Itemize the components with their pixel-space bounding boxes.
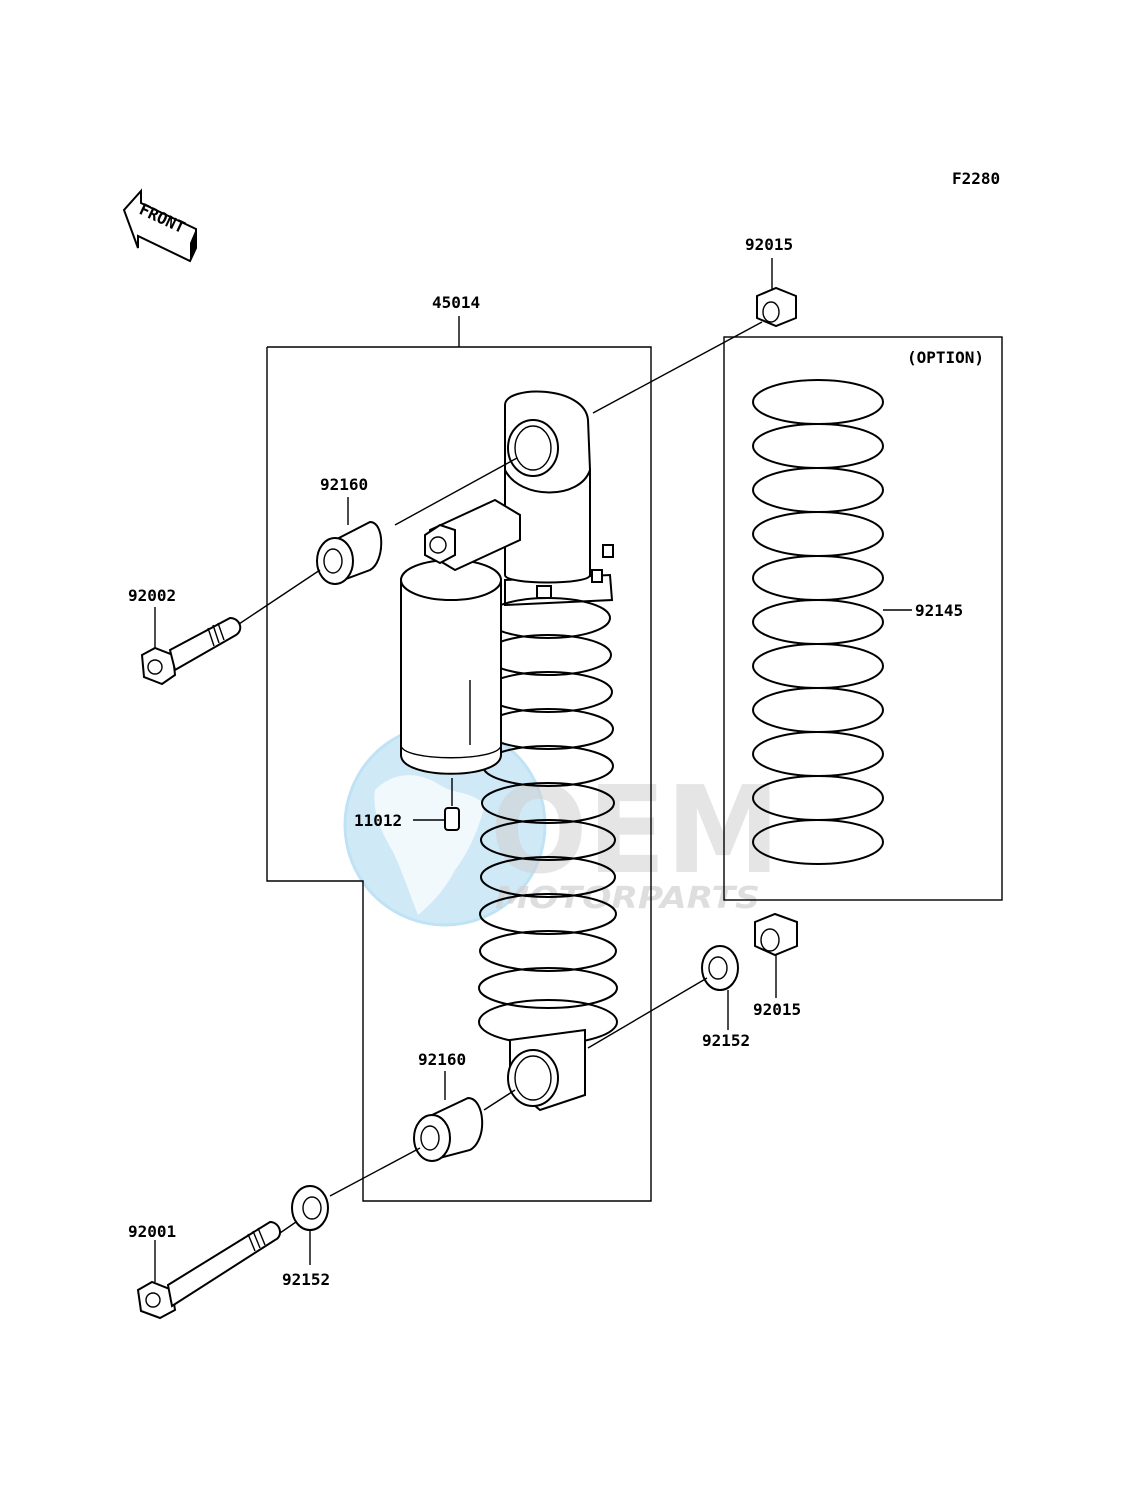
shock-top-mount — [424, 390, 614, 599]
label-92152-right: 92152 — [702, 1031, 750, 1050]
plug — [444, 807, 460, 831]
label-92015-top: 92015 — [745, 235, 793, 254]
label-92015-bottom: 92015 — [753, 1000, 801, 1019]
label-92160-top: 92160 — [320, 475, 368, 494]
label-92001: 92001 — [128, 1222, 176, 1241]
label-92145: 92145 — [915, 601, 963, 620]
nut-top — [756, 286, 797, 328]
bushing-bottom — [413, 1096, 484, 1162]
watermark-tagline: MOTORPARTS — [495, 881, 760, 916]
assembly-box — [266, 346, 652, 1202]
option-spring — [752, 379, 884, 865]
option-box — [723, 336, 1003, 901]
label-92152-left: 92152 — [282, 1270, 330, 1289]
washer-right — [701, 945, 739, 991]
bolt-top — [140, 616, 242, 686]
shock-reservoir — [400, 559, 502, 775]
shock-absorber — [400, 390, 618, 1112]
front-arrow-icon: FRONT — [122, 188, 197, 263]
label-11012: 11012 — [354, 811, 402, 830]
shock-bottom-mount — [507, 1028, 586, 1112]
label-45014: 45014 — [432, 293, 480, 312]
label-92160-bottom: 92160 — [418, 1050, 466, 1069]
label-92002: 92002 — [128, 586, 176, 605]
bushing-top — [316, 520, 383, 585]
diagram-code: F2280 — [952, 169, 1000, 188]
bolt-bottom — [136, 1220, 282, 1320]
nut-bottom — [754, 912, 798, 957]
washer-left — [291, 1185, 329, 1231]
option-label: (OPTION) — [907, 348, 984, 367]
